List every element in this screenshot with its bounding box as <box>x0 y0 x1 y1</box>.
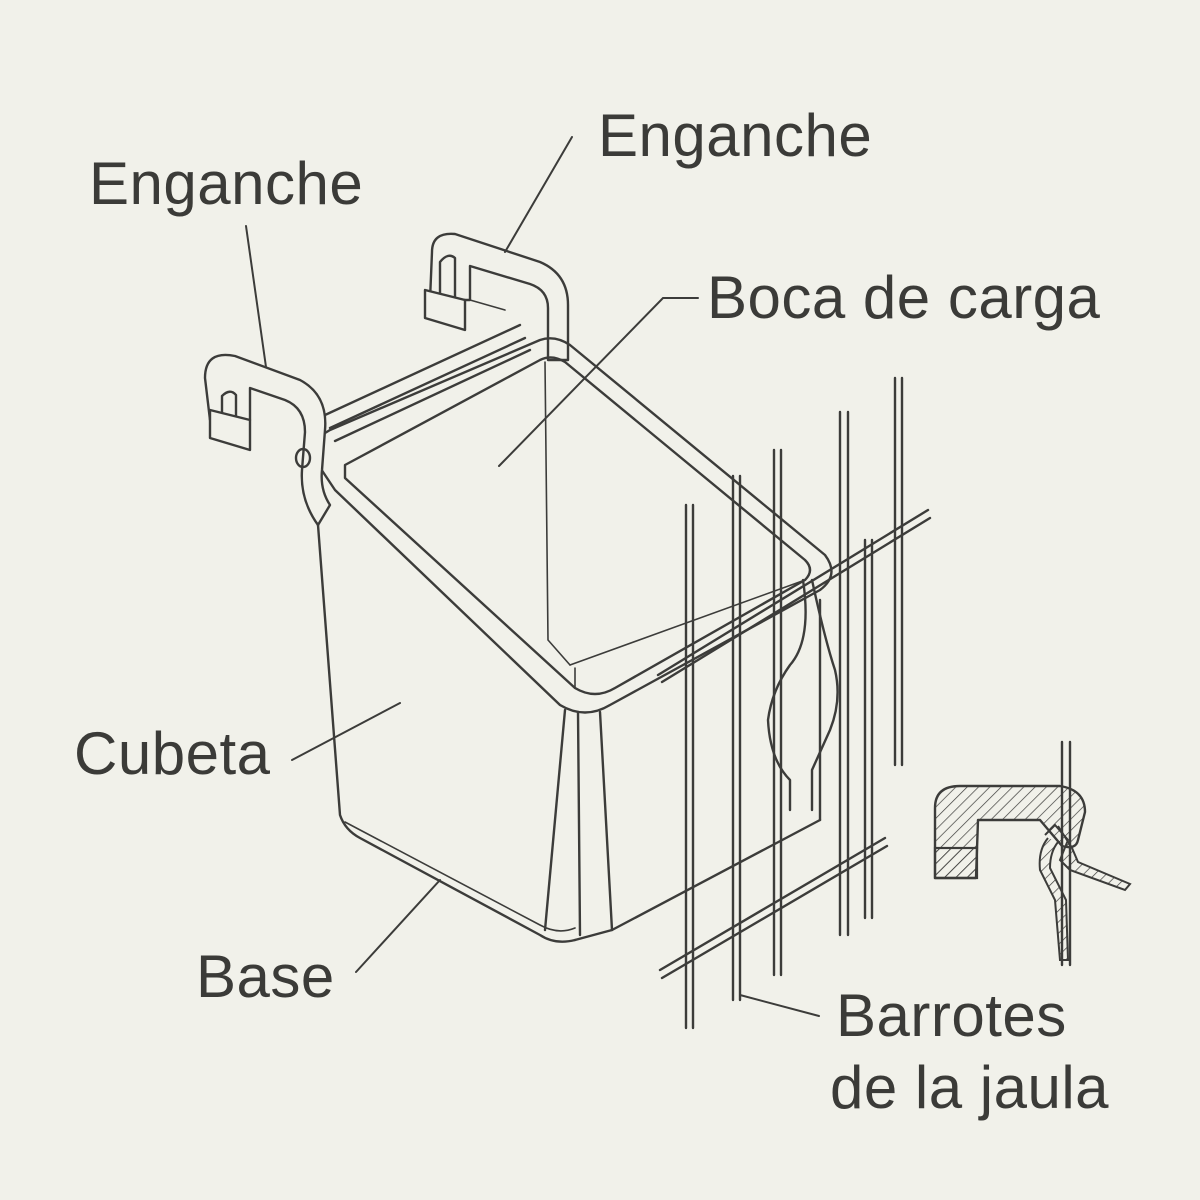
bucket-body <box>303 337 833 943</box>
label-bucket: Cubeta <box>74 720 271 787</box>
label-mouth: Boca de carga <box>707 264 1101 331</box>
front-hook <box>203 353 332 527</box>
hook-detail-inset <box>933 740 1132 967</box>
cage-bars-front <box>656 448 932 1030</box>
label-bars-line2: de la jaula <box>830 1054 1110 1121</box>
label-bars-line1: Barrotes <box>836 982 1067 1049</box>
cage-bars-back <box>838 376 904 937</box>
leader-lines <box>245 136 820 1017</box>
label-hook-left: Enganche <box>89 150 364 217</box>
label-base: Base <box>196 943 335 1010</box>
top-bridge-rods <box>323 323 532 443</box>
rear-hook <box>423 232 570 362</box>
label-hook-right: Enganche <box>598 102 873 169</box>
